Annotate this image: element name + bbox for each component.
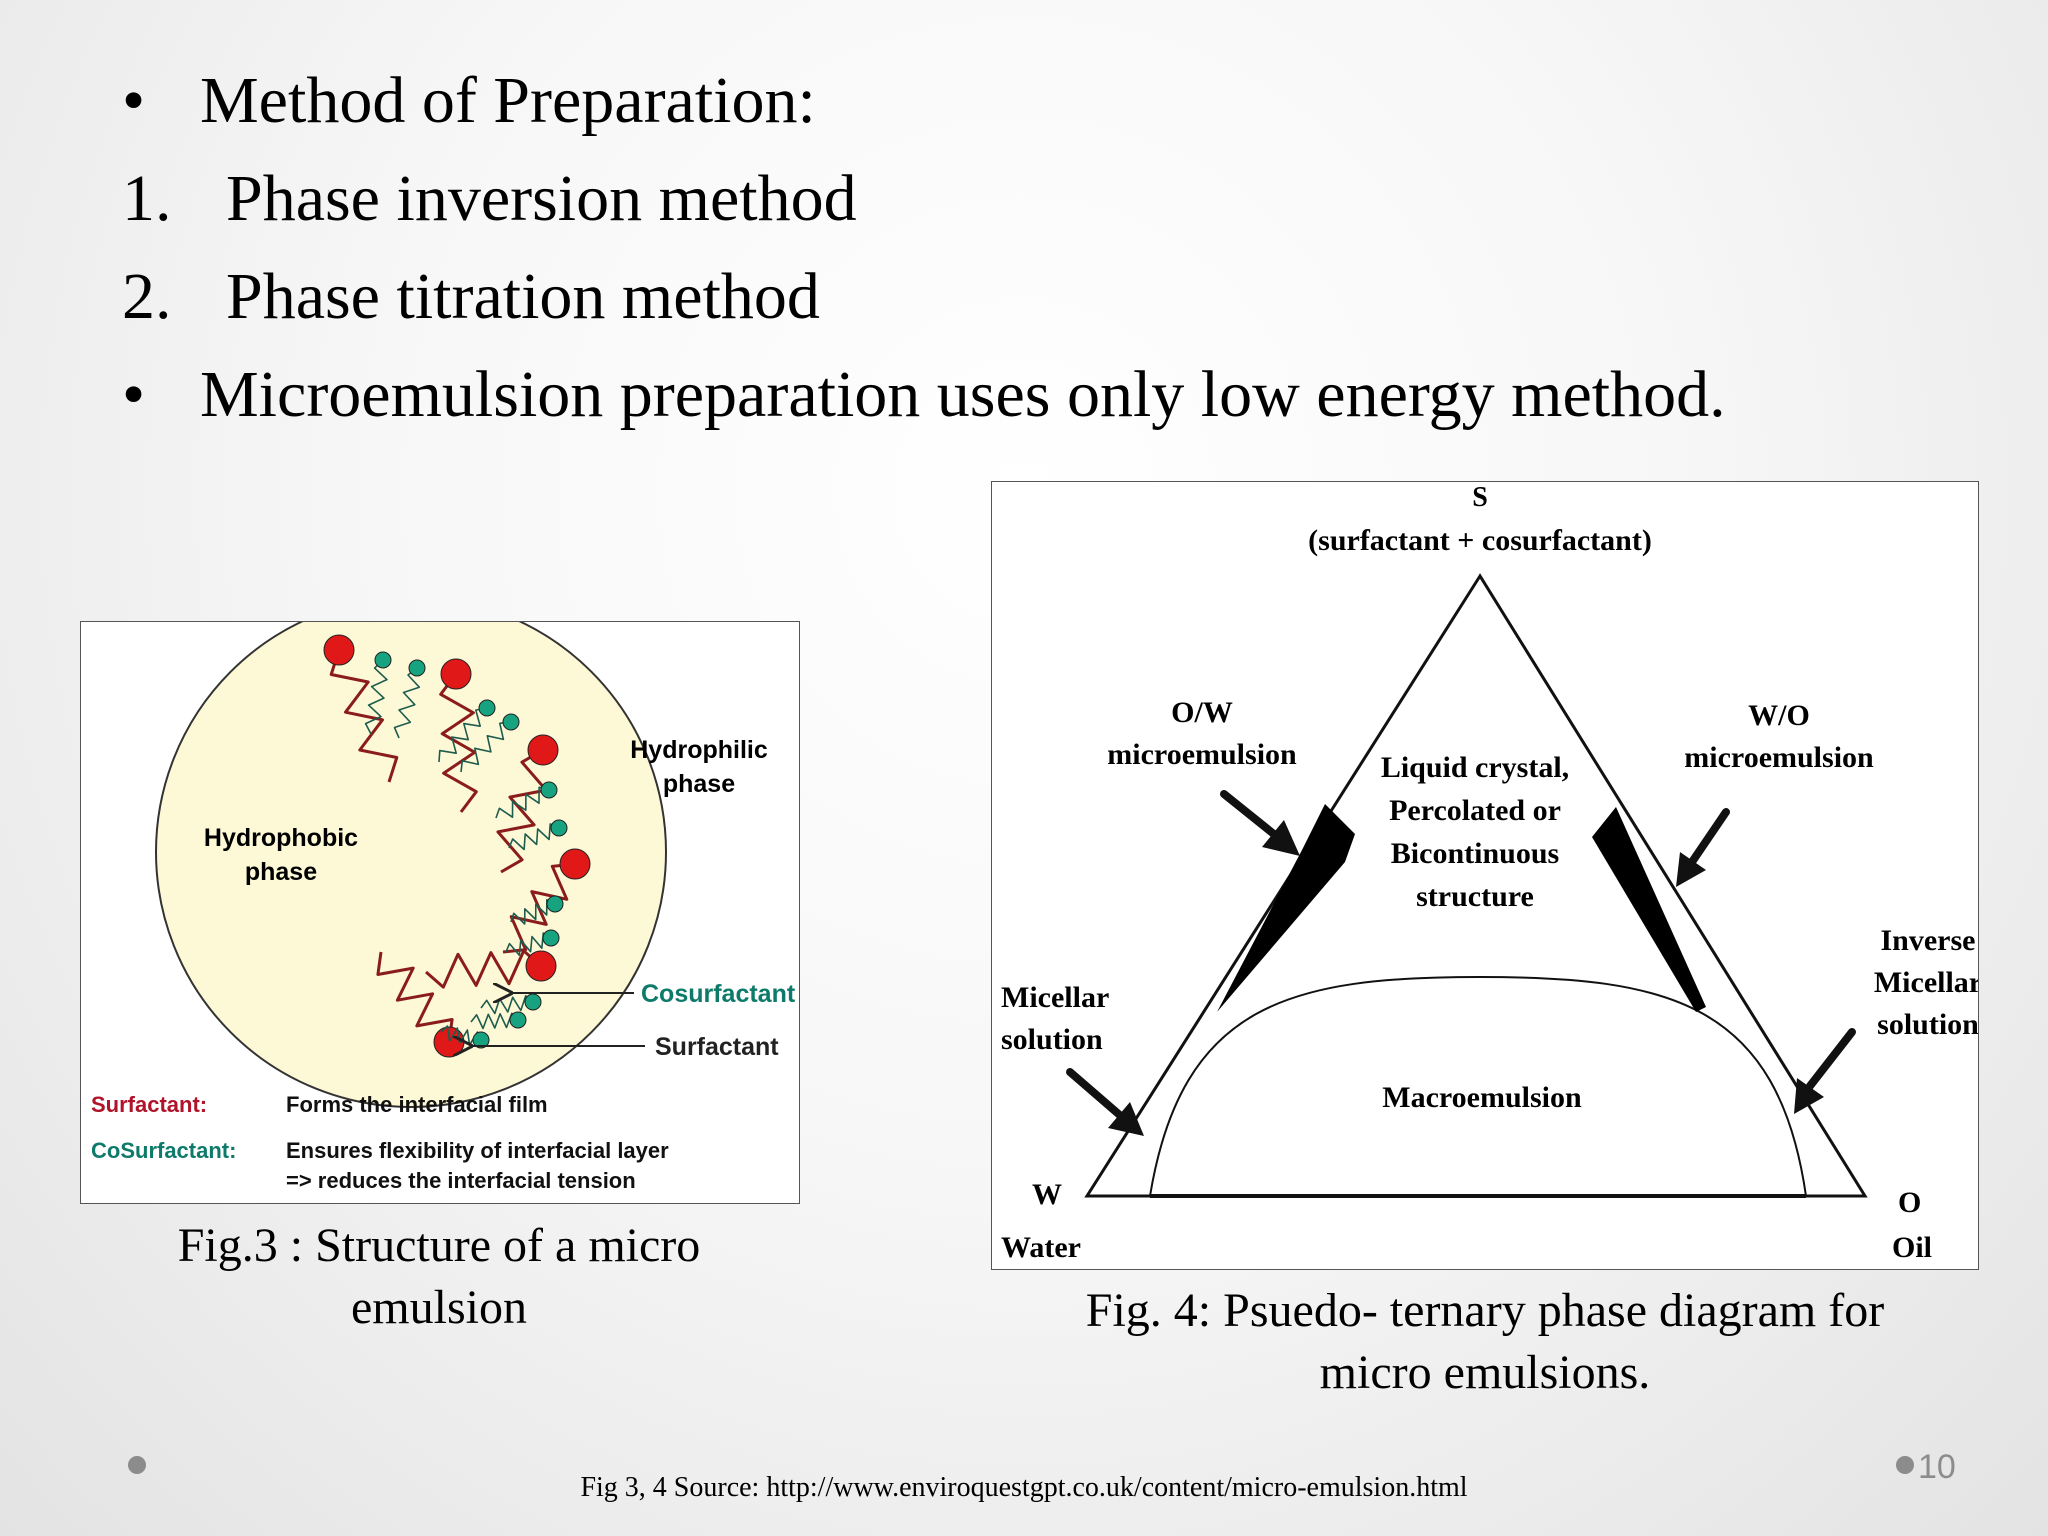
macroemulsion-label: Macroemulsion — [1382, 1081, 1582, 1114]
cosurfactant-head — [502, 713, 520, 731]
bullet-marker: • — [122, 64, 146, 137]
surfactant-head — [525, 950, 557, 982]
water-label: Water — [1001, 1231, 1081, 1264]
hydrophilic-label-1: Hydrophilic — [630, 736, 768, 764]
list-item-phase-titration: 2. Phase titration method — [122, 248, 2002, 346]
left-decorative-dot — [128, 1456, 146, 1474]
ow-label-1: O/W — [1171, 696, 1233, 729]
wo-region — [1592, 807, 1706, 1012]
surfactant-chain — [376, 951, 454, 1043]
surfactant-head — [323, 634, 355, 666]
liquid-crystal-label-1: Liquid crystal, — [1381, 751, 1569, 784]
liquid-crystal-label-4: structure — [1416, 880, 1534, 913]
cosurfactant-chain — [364, 659, 388, 735]
surfactant-chain — [439, 673, 478, 813]
water-vertex-label: W — [1032, 1178, 1062, 1211]
list-item-phase-inversion: 1. Phase inversion method — [122, 150, 2002, 248]
cosurfactant-head — [374, 651, 392, 669]
list-number: 2. — [122, 260, 172, 333]
cosurfactant-head — [509, 1011, 527, 1029]
caption-line: micro emulsions. — [1319, 1346, 1651, 1399]
surfactant-chain — [425, 949, 542, 989]
bullet-list: • Method of Preparation: 1. Phase invers… — [122, 52, 2002, 444]
right-decorative-dot — [1896, 1456, 1914, 1474]
hydrophilic-label-2: phase — [663, 770, 735, 798]
surfactant-head — [527, 734, 559, 766]
surfactant-head — [440, 658, 472, 690]
surfactant-label: Surfactant — [655, 1033, 779, 1061]
caption-line: Fig.3 : Structure of a micro — [177, 1219, 701, 1272]
liquid-crystal-label-3: Bicontinuous — [1391, 837, 1559, 870]
cosurfactant-head — [550, 819, 568, 837]
cosurfactant-label: Cosurfactant — [641, 980, 796, 1008]
cosurfactant-chain — [480, 995, 534, 1015]
hydrophobic-label-2: phase — [245, 858, 317, 886]
figure-phase-diagram: S (surfactant + cosurfactant) O/W microe… — [991, 481, 1979, 1270]
cosurfactant-head — [542, 929, 560, 947]
inverse-micellar-label-1: Inverse — [1881, 924, 1976, 957]
legend-cosurfactant-desc-2: => reduces the interfacial tension — [286, 1168, 636, 1193]
surfactant-chain — [496, 748, 548, 874]
figure-4-caption: Fig. 4: Psuedo- ternary phase diagram fo… — [1020, 1280, 1950, 1404]
ow-label-2: microemulsion — [1107, 738, 1297, 771]
cosurfactant-chain — [460, 721, 512, 773]
list-number: 1. — [122, 162, 172, 235]
page-number: 10 — [1918, 1448, 1956, 1486]
surfactant-chain — [329, 649, 399, 783]
inverse-micellar-label-2: Micellar — [1874, 966, 1978, 999]
hydrophobic-label-1: Hydrophobic — [204, 824, 358, 852]
legend-surfactant-term: Surfactant: — [91, 1092, 207, 1117]
ternary-diagram: S (surfactant + cosurfactant) O/W microe… — [1001, 482, 1978, 1264]
legend-surfactant-desc: Forms the interfacial film — [286, 1092, 548, 1117]
macroemulsion-boundary — [1149, 975, 1807, 1197]
caption-line: Fig. 4: Psuedo- ternary phase diagram fo… — [1085, 1284, 1885, 1337]
cosurfactant-chain — [393, 667, 421, 739]
apex-s-label: S — [1472, 482, 1488, 513]
micellar-label-1: Micellar — [1001, 981, 1109, 1014]
oil-label: Oil — [1892, 1231, 1932, 1264]
cosurfactant-chain — [508, 823, 560, 851]
legend-cosurfactant-term: CoSurfactant: — [91, 1138, 236, 1163]
bullet-marker: • — [122, 358, 146, 431]
inverse-micellar-label-3: solution — [1877, 1008, 1978, 1041]
structure-diagram: Hydrophobic phase Hydrophilic phase Cosu… — [91, 622, 796, 1193]
wo-label-2: microemulsion — [1684, 741, 1874, 774]
cosurfactant-head — [546, 895, 564, 913]
liquid-crystal-label-2: Percolated or — [1389, 794, 1561, 827]
ow-region — [1217, 804, 1355, 1012]
apex-s-subtitle: (surfactant + cosurfactant) — [1308, 524, 1652, 557]
bullet-text: Microemulsion preparation uses only low … — [200, 358, 1726, 431]
figure-3-caption: Fig.3 : Structure of a micro emulsion — [80, 1215, 798, 1339]
oil-vertex-label: O — [1898, 1186, 1921, 1219]
molecule-layer — [323, 634, 591, 1058]
bullet-text: Method of Preparation: — [200, 64, 816, 137]
legend-cosurfactant-desc-1: Ensures flexibility of interfacial layer — [286, 1138, 669, 1163]
cosurfactant-head — [472, 1031, 490, 1049]
source-footnote: Fig 3, 4 Source: http://www.enviroquestg… — [580, 1472, 1468, 1503]
wo-label-1: W/O — [1748, 699, 1810, 732]
list-text: Phase titration method — [226, 260, 820, 333]
cosurfactant-head — [524, 993, 542, 1011]
cosurfactant-head — [408, 659, 426, 677]
cosurfactant-head — [540, 781, 558, 799]
figure-microemulsion-structure: Hydrophobic phase Hydrophilic phase Cosu… — [80, 621, 800, 1204]
region-arrows — [1066, 790, 1856, 1136]
list-text: Phase inversion method — [226, 162, 857, 235]
bullet-method: • Method of Preparation: — [122, 52, 2002, 150]
cosurfactant-head — [478, 699, 496, 717]
bullet-low-energy: • Microemulsion preparation uses only lo… — [122, 346, 2002, 444]
micellar-label-2: solution — [1001, 1023, 1103, 1056]
cosurfactant-chain — [438, 707, 488, 763]
caption-line: emulsion — [351, 1281, 527, 1334]
cosurfactant-chain — [495, 786, 550, 819]
surfactant-head — [559, 848, 591, 880]
